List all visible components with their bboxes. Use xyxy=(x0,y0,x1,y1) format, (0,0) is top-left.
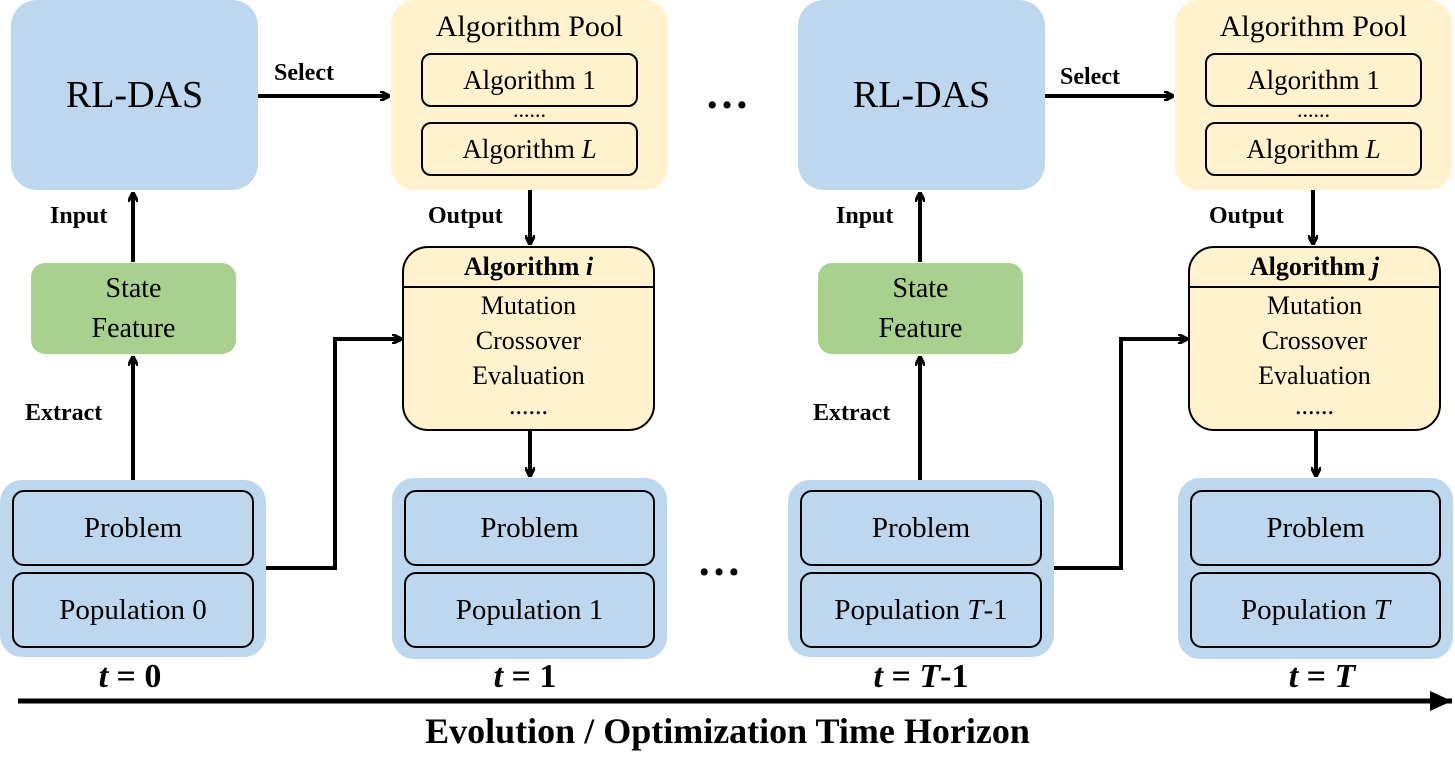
population-suffix: 0 xyxy=(192,593,207,626)
pool-item-first: Algorithm 1 xyxy=(421,53,638,107)
population-to-algorithm-arrow-2 xyxy=(1053,339,1186,570)
output-label: Output xyxy=(1209,203,1284,229)
time-label-1: t = 1 xyxy=(425,658,625,696)
output-label: Output xyxy=(428,203,503,229)
ellipsis-top: … xyxy=(705,69,753,118)
selected-algorithm-box-1: Algorithm i Mutation Crossover Evaluatio… xyxy=(402,246,655,431)
pool-dots: ...... xyxy=(1297,97,1330,122)
time-var: t xyxy=(873,658,883,695)
input-label: Input xyxy=(836,203,894,229)
rl-das-label: RL-DAS xyxy=(852,74,991,116)
operation-mutation: Mutation xyxy=(1266,291,1363,320)
problem-cell: Problem xyxy=(404,490,655,566)
population-group-0: Problem Population 0 xyxy=(0,480,266,657)
population-cell: Population T-1 xyxy=(800,572,1042,648)
population-prefix: Population xyxy=(59,593,193,626)
time-val: -1 xyxy=(940,658,969,695)
selected-algorithm-prefix: Algorithm xyxy=(1249,252,1372,281)
time-var: t xyxy=(493,658,504,695)
selected-algorithm-var: j xyxy=(1371,252,1380,281)
population-cell: Population T xyxy=(1190,572,1441,648)
problem-cell: Problem xyxy=(800,490,1042,566)
time-eq: = xyxy=(503,658,540,695)
pool-item-last-var: L xyxy=(1365,133,1381,164)
operation-crossover: Crossover xyxy=(475,326,582,355)
select-label: Select xyxy=(1060,64,1120,90)
selected-algorithm-var: i xyxy=(585,252,594,281)
pool-item-last: Algorithm L xyxy=(421,122,638,176)
time-eq: = xyxy=(1298,658,1335,695)
time-label-3: t = T xyxy=(1222,658,1422,696)
state-feature-box-1: State Feature xyxy=(31,263,236,354)
time-val-var: T xyxy=(919,658,941,695)
population-prefix: Population xyxy=(1240,593,1374,626)
population-group-2: Problem Population T-1 xyxy=(788,480,1054,657)
time-val-var: T xyxy=(1334,658,1356,695)
operation-evaluation: Evaluation xyxy=(472,361,585,390)
population-group-1: Problem Population 1 xyxy=(392,478,667,659)
operation-more: ...... xyxy=(509,391,548,420)
population-prefix: Population xyxy=(834,593,968,626)
pool-item-last-prefix: Algorithm xyxy=(1246,133,1366,164)
time-var: t xyxy=(1288,658,1299,695)
state-feature-line2: Feature xyxy=(878,312,963,344)
problem-cell: Problem xyxy=(1190,490,1441,566)
algorithm-pool-title: Algorithm Pool xyxy=(435,10,624,43)
selected-algorithm-title: Algorithm i xyxy=(404,248,653,288)
pool-dots: ...... xyxy=(513,97,546,122)
pool-item-last-var: L xyxy=(581,133,597,164)
time-eq: = xyxy=(108,658,145,695)
operation-mutation: Mutation xyxy=(480,291,577,320)
pool-item-first: Algorithm 1 xyxy=(1205,53,1422,107)
operation-crossover: Crossover xyxy=(1261,326,1368,355)
population-to-algorithm-arrow-1 xyxy=(266,339,400,570)
time-eq: = xyxy=(882,658,920,695)
rl-das-box-2: RL-DAS xyxy=(798,0,1045,190)
pool-item-last-prefix: Algorithm xyxy=(462,133,582,164)
state-feature-box-2: State Feature xyxy=(818,263,1023,354)
select-label: Select xyxy=(274,60,334,86)
rl-das-box-1: RL-DAS xyxy=(11,0,258,190)
pool-item-last: Algorithm L xyxy=(1205,122,1422,176)
state-feature-line2: Feature xyxy=(91,312,176,344)
problem-cell: Problem xyxy=(12,490,254,566)
extract-label: Extract xyxy=(25,400,103,426)
algorithm-pool-1: Algorithm Pool Algorithm 1 ...... Algori… xyxy=(391,0,668,190)
population-cell: Population 1 xyxy=(404,572,655,648)
operation-more: ...... xyxy=(1295,391,1334,420)
population-suffix: 1 xyxy=(588,593,604,626)
algorithm-pool-title: Algorithm Pool xyxy=(1219,10,1408,43)
rl-das-label: RL-DAS xyxy=(65,74,204,116)
population-suffix: -1 xyxy=(983,593,1008,626)
algorithm-pool-2: Algorithm Pool Algorithm 1 ...... Algori… xyxy=(1175,0,1452,190)
ellipsis-bottom: … xyxy=(697,536,745,585)
time-label-2: t = T-1 xyxy=(821,658,1021,696)
selected-algorithm-title: Algorithm j xyxy=(1190,248,1439,288)
time-val: 1 xyxy=(539,658,557,695)
population-prefix: Population xyxy=(455,593,589,626)
time-val: 0 xyxy=(144,658,162,695)
time-horizon-label: Evolution / Optimization Time Horizon xyxy=(425,711,1030,751)
population-group-3: Problem Population T xyxy=(1178,478,1453,659)
selected-algorithm-prefix: Algorithm xyxy=(463,252,586,281)
state-feature-line1: State xyxy=(892,272,949,304)
population-var: T xyxy=(1373,593,1391,626)
selected-algorithm-box-2: Algorithm j Mutation Crossover Evaluatio… xyxy=(1188,246,1441,431)
input-label: Input xyxy=(50,203,108,229)
state-feature-line1: State xyxy=(105,272,162,304)
extract-label: Extract xyxy=(813,400,891,426)
population-var: T xyxy=(967,593,984,626)
operation-evaluation: Evaluation xyxy=(1258,361,1371,390)
time-var: t xyxy=(98,658,109,695)
population-cell: Population 0 xyxy=(12,572,254,648)
time-label-0: t = 0 xyxy=(30,658,230,696)
